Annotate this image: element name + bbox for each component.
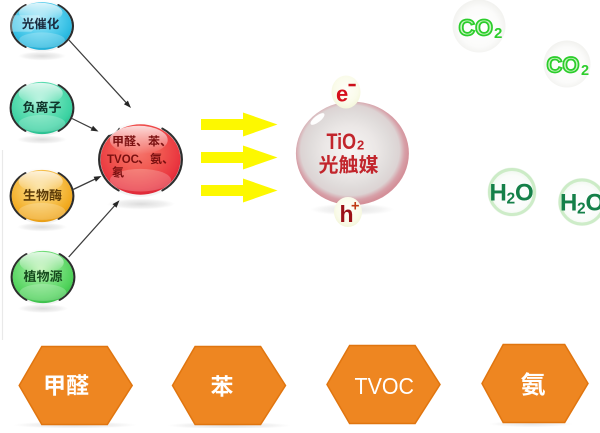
svg-text:2: 2 [577, 201, 586, 218]
svg-text:2: 2 [507, 191, 516, 208]
svg-text:2: 2 [357, 138, 364, 153]
svg-text:+: + [351, 199, 359, 215]
svg-text:2: 2 [494, 25, 502, 42]
svg-text:TVOC: TVOC [107, 154, 139, 166]
svg-text:H: H [560, 190, 577, 217]
svg-text:e: e [336, 82, 348, 107]
svg-text:O: O [515, 180, 534, 207]
svg-text:CO: CO [459, 14, 494, 40]
svg-text:TVOC: TVOC [355, 373, 415, 399]
svg-text:TiO: TiO [327, 129, 357, 154]
svg-text:2: 2 [581, 63, 589, 79]
svg-text:H: H [490, 180, 507, 207]
svg-text:O: O [586, 190, 600, 217]
svg-text:CO: CO [547, 53, 580, 78]
